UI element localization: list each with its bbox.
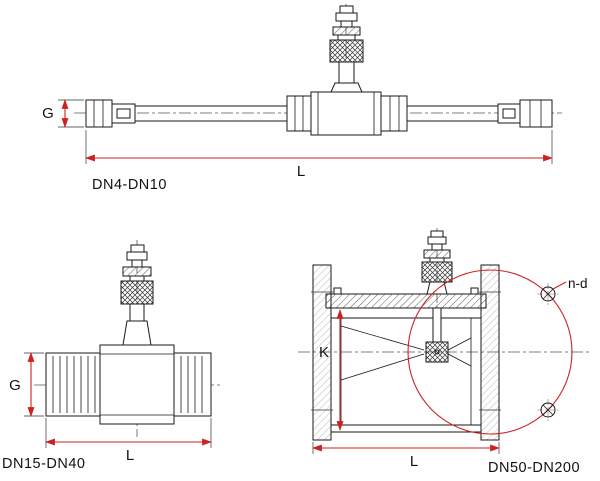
right-threaded-fitting-dn4	[497, 99, 553, 128]
dim-label-n-d: n-d	[568, 276, 588, 291]
dim-label-l-dn15: L	[126, 447, 134, 464]
right-tube-dn4	[406, 105, 499, 122]
dimension-l-dn4: L	[85, 130, 553, 180]
drawing-dn4-dn10: G L DN4-DN10	[42, 4, 562, 193]
dimension-g-dn15: G	[9, 352, 44, 417]
dimension-l-dn15: L	[45, 418, 212, 464]
sensor-head-dn4	[329, 5, 364, 93]
sensor-head-dn15	[120, 244, 154, 346]
center-body-dn4	[286, 91, 408, 136]
left-threaded-fitting-dn4	[85, 99, 136, 128]
dimension-g-dn4: G	[42, 99, 84, 128]
bolt-circle: n-d	[407, 269, 588, 435]
bolt-hole-icon	[537, 283, 559, 305]
dim-label-g-dn4: G	[42, 105, 54, 122]
dimension-k-dn50: K	[319, 309, 344, 431]
left-tube-dn4	[134, 105, 288, 122]
dimension-l-dn50: L	[312, 442, 500, 470]
caption-dn50-dn200: DN50-DN200	[488, 460, 580, 476]
bolt-hole-icon	[537, 399, 559, 421]
dim-label-g-dn15: G	[9, 377, 21, 394]
caption-dn4-dn10: DN4-DN10	[92, 177, 167, 193]
drawing-dn50-dn200: n-d K L DN50-DN200	[298, 228, 592, 476]
caption-dn15-dn40: DN15-DN40	[2, 456, 85, 472]
flanged-body-dn50	[311, 264, 501, 441]
drawing-dn15-dn40: G L DN15-DN40	[2, 240, 222, 472]
turbine-rotor	[425, 341, 449, 363]
dim-label-l-dn50: L	[410, 453, 418, 470]
dim-label-k-dn50: K	[319, 344, 329, 361]
dim-label-l-dn4: L	[297, 163, 305, 180]
threaded-body-dn15	[45, 344, 212, 425]
sensor-head-dn50	[421, 230, 453, 295]
